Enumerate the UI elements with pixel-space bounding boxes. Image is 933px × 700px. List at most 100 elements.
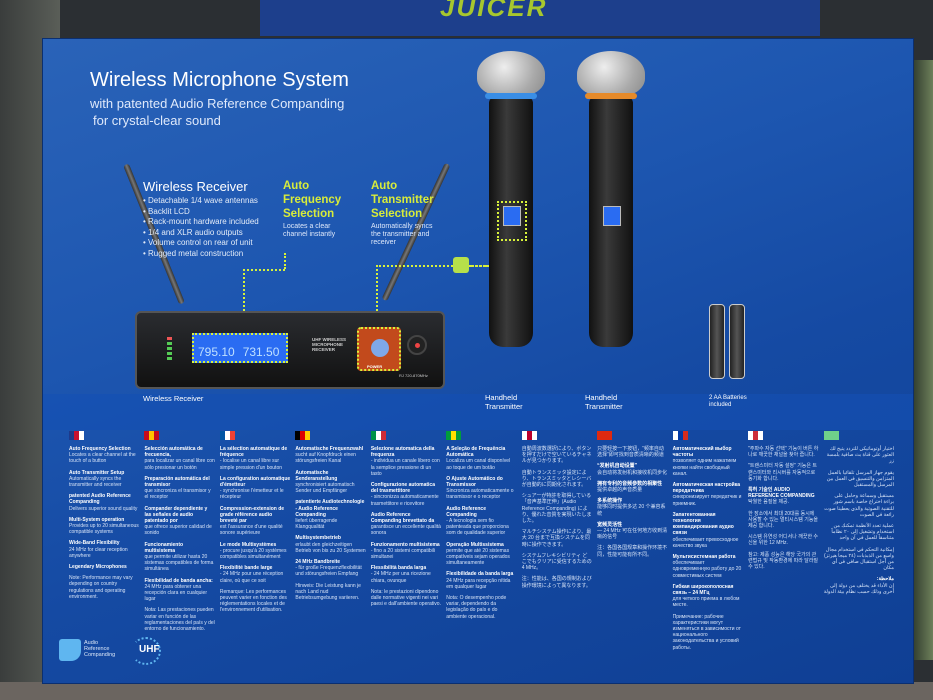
- flag-icon: [748, 431, 764, 440]
- feature-text: - 24 MHz pour une réception claire, où q…: [219, 571, 284, 584]
- feature-text: اختيار أوتوماتيكي للتردد يتيح لك العثور …: [826, 446, 894, 465]
- product-box-back: Wireless Microphone System with patented…: [42, 38, 914, 684]
- receiver-lcd: 795.10 731.50: [192, 333, 288, 363]
- feature-heading: Audio Reference Companding brevettato da: [370, 511, 435, 525]
- feature-text: システムフレキシビリティ どこでもクリアに受信するための 4 MHz。: [521, 552, 592, 572]
- connector-line: [284, 253, 286, 269]
- feature-text: обеспечивает превосходное качество звука: [672, 536, 739, 549]
- receiver-feature-item: Volume control on rear of unit: [143, 238, 259, 249]
- feature-text: 24 MHz para recepção nítida em qualquer …: [446, 577, 511, 590]
- feature-text: 24 MHz for clear reception anywhere: [69, 546, 128, 559]
- receiver-features: Wireless Receiver Detachable 1/4 wave an…: [143, 179, 259, 259]
- callout-auto-frequency: Auto Frequency Selection Locates a clear…: [283, 179, 343, 239]
- power-button: POWER: [357, 327, 401, 371]
- connector-line: [469, 265, 493, 267]
- feature-heading: Flessibilità banda larga: [370, 565, 427, 572]
- feature-heading: 多系统操作: [597, 498, 623, 505]
- feature-paragraph: 宽频灵活性— 24 MHz 可在任何地方收到清晰的信号: [597, 522, 667, 541]
- receiver-model: RJ 720-870MHz: [399, 373, 428, 378]
- feature-text: 24 MHz para obtener una recepción clara …: [144, 583, 207, 603]
- feature-heading: “发射机自动设置”: [597, 463, 638, 470]
- uhf-signal-icon: [131, 637, 161, 665]
- feature-text: que sincroniza el transmisor y el recept…: [144, 488, 211, 501]
- flag-icon: [295, 431, 311, 440]
- receiver-features-heading: Wireless Receiver: [143, 179, 248, 194]
- connector-line: [376, 265, 378, 327]
- language-column: اختيار أوتوماتيكي للتردد يتيح لك العثور …: [823, 431, 899, 656]
- mic-grille: [577, 51, 645, 97]
- battery-icon: [709, 304, 725, 379]
- feature-heading: O Ajuste Automático do Transmissor: [446, 475, 503, 489]
- feature-heading: Funcionamiento multisistema: [144, 541, 184, 554]
- feature-paragraph: 自動トランスミッタ設定により、トランスミッタとレシーバが自動的に同期化されます。: [522, 470, 592, 489]
- feature-paragraph: Примечание: рабочие характеристики могут…: [673, 614, 743, 651]
- feature-text: "주파수 자동 선택" 기능이 버튼 하나로 깨끗한 채널을 찾아 줍니다.: [748, 446, 819, 459]
- feature-heading: Selezione automatica della frequenza: [370, 446, 435, 459]
- feature-paragraph: "트랜스미터 자동 설정" 기능은 트랜스미터와 리시버를 자동적으로 동기화 …: [748, 463, 818, 482]
- feature-text: est l'assurance d'une qualité sonore sup…: [219, 524, 283, 537]
- lcd-frequency-b: 731.50: [242, 345, 280, 359]
- feature-text: sucht auf Knopfdruck einen störungsfreie…: [295, 452, 356, 465]
- feature-text: для четкого приема в любом месте.: [672, 596, 740, 609]
- feature-text: Localiza um canal disponível ao toque de…: [446, 458, 511, 471]
- feature-paragraph: Hinweis: Die Leistung kann je nach Land …: [295, 583, 365, 602]
- connector-line: [243, 269, 245, 331]
- feature-text: "트랜스미터 자동 설정" 기능은 트랜스미터와 리시버를 자동적으로 동기화 …: [748, 463, 817, 482]
- feature-text: que permite utilizar hasta 20 sistemas c…: [144, 554, 214, 573]
- feature-heading: Запатентованная технология компандирован…: [672, 511, 734, 537]
- feature-text: - fino a 20 sistemi compatibili simultan…: [370, 547, 436, 561]
- feature-text: Automatically syncs the transmitter and …: [69, 475, 122, 489]
- feature-text: 能够同时提供多达 20 个兼容系统: [597, 504, 666, 517]
- background-brand-text: JUICER: [440, 0, 548, 22]
- handheld-mic-1: [477, 51, 545, 347]
- feature-text: - sincronizza automaticamente trasmettit…: [370, 494, 439, 507]
- feature-text: 只要轻按一下按钮，“频率自动选择”即可找到音质清晰的频道: [597, 446, 664, 459]
- feature-text: مستقبل وسماعة وحامل على براءة اختراع خاص…: [824, 493, 894, 518]
- lcd-frequency-a: 795.10: [198, 345, 235, 359]
- callout-title-line: Transmitter: [371, 194, 434, 206]
- feature-heading: Multisystembetrieb: [295, 535, 341, 542]
- feature-heading: Le mode Multisystèmes: [219, 541, 277, 548]
- feature-text: - 24 MHz per una ricezione chiara, ovunq…: [370, 571, 431, 584]
- background-box-top: JUICER: [260, 0, 820, 36]
- feature-text: garantisce un eccellente qualità sonora: [370, 524, 441, 537]
- language-column: 只要轻按一下按钮，“频率自动选择”即可找到音质清晰的频道“发射机自动设置”会自动…: [597, 431, 672, 656]
- flag-icon: [521, 431, 537, 440]
- callout-title-line: Auto: [371, 180, 398, 192]
- feature-heading: 拥有专利的音频参数的相聚性: [597, 480, 663, 487]
- feature-paragraph: إمكانية التحكم في استخدام مجال واسع من ا…: [824, 547, 894, 572]
- power-label: POWER: [367, 364, 383, 369]
- handheld-mic-2: [577, 51, 645, 347]
- audio-reference-companding-logo: [59, 639, 81, 661]
- feature-heading: Preparación automática del transmisor: [144, 475, 210, 489]
- feature-text: — 24 MHz 可在任何地方收到清晰的信号: [597, 528, 668, 541]
- feature-text: إمكانية التحكم في استخدام مجال واسع من ا…: [824, 546, 894, 572]
- mic-display: [503, 206, 521, 226]
- flag-icon: [823, 431, 839, 440]
- feature-text: synchronisiert automatisch Sender und Em…: [295, 482, 355, 495]
- caption-batteries: 2 AA Batteries included: [709, 395, 747, 408]
- feature-paragraph: Funzionamento multisistema- fino a 20 si…: [371, 542, 441, 561]
- feature-heading: Мультисистемная работа: [672, 554, 736, 561]
- feature-heading: 宽频灵活性: [597, 521, 623, 528]
- feature-text: Locates a clear channel at the touch of …: [69, 452, 136, 465]
- feature-heading: A Seleção de Frequência Automática: [446, 446, 506, 459]
- feature-text: Provides up to 20 simultaneous compatibl…: [69, 523, 139, 536]
- feature-text: إن الأداء قد يختلف من دولة إلى أخرى وذلك…: [823, 582, 894, 595]
- receiver-feature-item: Rack-mount hardware included: [143, 217, 259, 228]
- feature-text: 注：各国各国规章和操作环境不同，性能可能有所不同。: [597, 545, 668, 558]
- feature-heading: Compression-extension de grade référence…: [219, 505, 285, 525]
- feature-paragraph: Note: Performance may vary depending on …: [69, 575, 139, 600]
- logo-text: Audio Reference Companding: [84, 640, 116, 658]
- flag-icon: [597, 431, 613, 440]
- feature-heading: Auto Frequency Selection: [69, 446, 131, 452]
- feature-text: シュアーが特許を取得している「音声基準圧伸」(Audio Reference C…: [521, 493, 592, 525]
- feature-heading: Flexibilité bande large: [219, 565, 273, 572]
